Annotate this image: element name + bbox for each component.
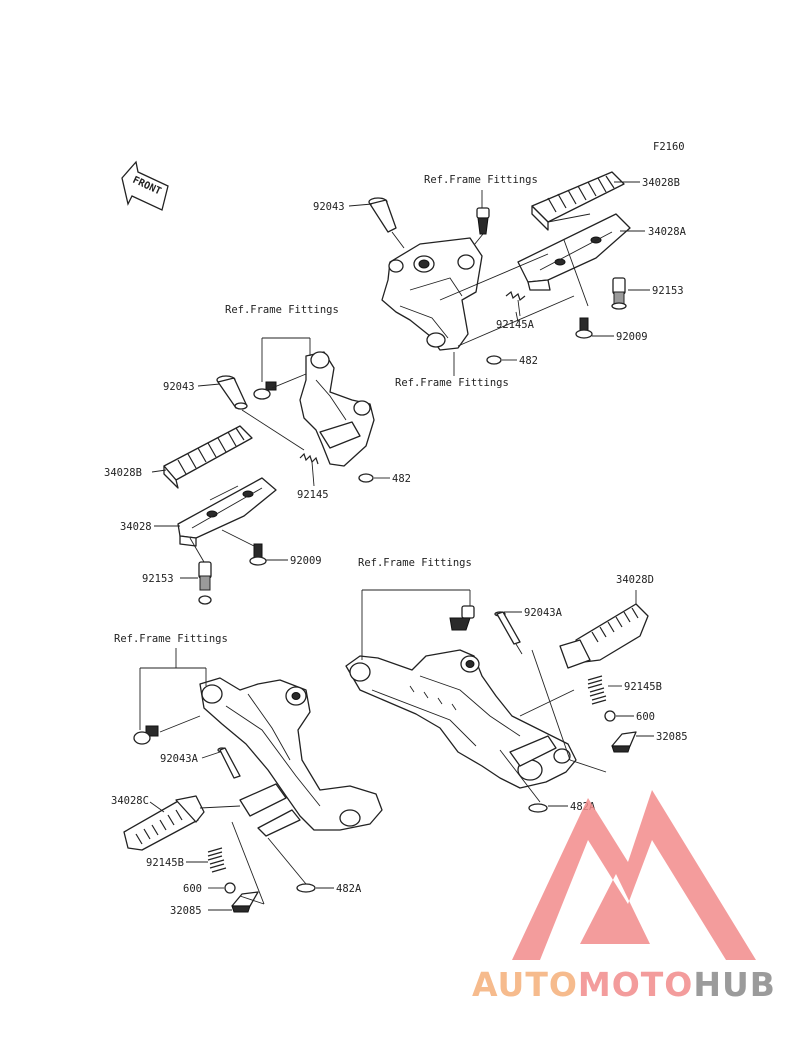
- label-92043-top: 92043: [313, 201, 345, 213]
- svg-text:AUTOMOTOHUB: AUTOMOTOHUB: [472, 965, 776, 1004]
- footpeg-34028: [177, 477, 277, 547]
- label-92145A: 92145A: [496, 319, 535, 331]
- plate-32085-rear-right: [611, 731, 637, 753]
- bolt-92153-mid: [198, 561, 212, 605]
- watermark-logo: AUTOMOTOHUB: [472, 790, 776, 1004]
- label-600-rear-right: 600: [636, 711, 655, 723]
- footpeg-rubber-34028B-mid: [163, 425, 253, 489]
- footpeg-rubber-34028B-top: [531, 171, 625, 231]
- label-32085-rear-right: 32085: [656, 731, 688, 743]
- pin-92043-mid: [216, 375, 248, 410]
- washer-482A-rear-right: [528, 803, 548, 813]
- footpeg-34028A: [517, 213, 631, 291]
- bracket-front-left: [299, 351, 375, 467]
- ball-600-rear-right: [604, 710, 616, 722]
- bolt-92009-top: [575, 317, 593, 339]
- label-34028C: 34028C: [111, 795, 149, 807]
- label-ref-frame-rear-right: Ref.Frame Fittings: [358, 557, 472, 569]
- label-ref-frame-rear-left: Ref.Frame Fittings: [114, 633, 228, 645]
- rear-right-assembly: Ref.Frame Fittings 92043A 34028D 92145B …: [345, 557, 688, 813]
- rear-left-assembly: Ref.Frame Fittings 92043A 34028C 92145B …: [111, 633, 383, 917]
- label-482-top: 482: [519, 355, 538, 367]
- label-92145: 92145: [297, 489, 329, 501]
- footpeg-34028C: [123, 795, 205, 851]
- watermark-triangle-icon: [512, 790, 756, 960]
- label-32085-rear-left: 32085: [170, 905, 202, 917]
- front-right-assembly: Ref.Frame Fittings 92043 34028B 34028A 9…: [313, 171, 687, 389]
- bolt-92009-mid: [249, 543, 267, 566]
- spring-92145B-rear-left: [207, 847, 227, 873]
- label-482-mid: 482: [392, 473, 411, 485]
- pin-92043A-rear-left: [217, 747, 241, 779]
- figure-code: F2160: [653, 141, 685, 153]
- bolt-ref-rear-right: [449, 605, 475, 631]
- label-34028B-mid: 34028B: [104, 467, 142, 479]
- washer-482-top: [486, 355, 502, 365]
- front-arrow-icon: FRONT: [121, 160, 169, 211]
- label-92153-mid: 92153: [142, 573, 174, 585]
- label-34028A: 34028A: [648, 226, 687, 238]
- label-92145B-rear-right: 92145B: [624, 681, 662, 693]
- label-92043A-rear-left: 92043A: [160, 753, 199, 765]
- pin-92043A-rear-right: [494, 611, 523, 655]
- label-92145B-rear-left: 92145B: [146, 857, 184, 869]
- label-34028: 34028: [120, 521, 152, 533]
- watermark-moto: MOTO: [578, 965, 693, 1004]
- label-92009-top: 92009: [616, 331, 648, 343]
- bracket-front-right: [381, 237, 483, 351]
- label-92043-mid: 92043: [163, 381, 195, 393]
- bolt-ref-rear-left: [133, 725, 159, 745]
- washer-482-mid: [358, 473, 374, 483]
- label-92043A-rear-right: 92043A: [524, 607, 563, 619]
- washer-482A-rear-left: [296, 883, 316, 893]
- label-92009-mid: 92009: [290, 555, 322, 567]
- front-left-assembly: Ref.Frame Fittings 92043 34028B 34028 92…: [104, 304, 411, 605]
- bolt-ref-mid: [253, 381, 277, 400]
- bolt-92153-top: [611, 277, 627, 310]
- label-ref-frame-top: Ref.Frame Fittings: [424, 174, 538, 186]
- label-34028B-top: 34028B: [642, 177, 680, 189]
- spring-92145B-rear-right: [587, 675, 607, 705]
- pin-92043-top: [368, 197, 405, 249]
- watermark-auto: AUTO: [472, 965, 578, 1004]
- footpeg-34028D: [559, 603, 649, 669]
- bracket-rear-left: [199, 677, 383, 837]
- watermark-hub: HUB: [693, 965, 776, 1004]
- spring-92145: [299, 452, 319, 465]
- ball-600-rear-left: [224, 882, 236, 894]
- label-600-rear-left: 600: [183, 883, 202, 895]
- label-34028D: 34028D: [616, 574, 654, 586]
- label-482A-rear-left: 482A: [336, 883, 362, 895]
- spring-92145A: [505, 290, 526, 317]
- label-ref-frame-mid-left: Ref.Frame Fittings: [225, 304, 339, 316]
- bracket-rear-right: [345, 649, 577, 789]
- plate-32085-rear-left: [231, 891, 259, 913]
- label-92153-top: 92153: [652, 285, 684, 297]
- label-ref-frame-mid: Ref.Frame Fittings: [395, 377, 509, 389]
